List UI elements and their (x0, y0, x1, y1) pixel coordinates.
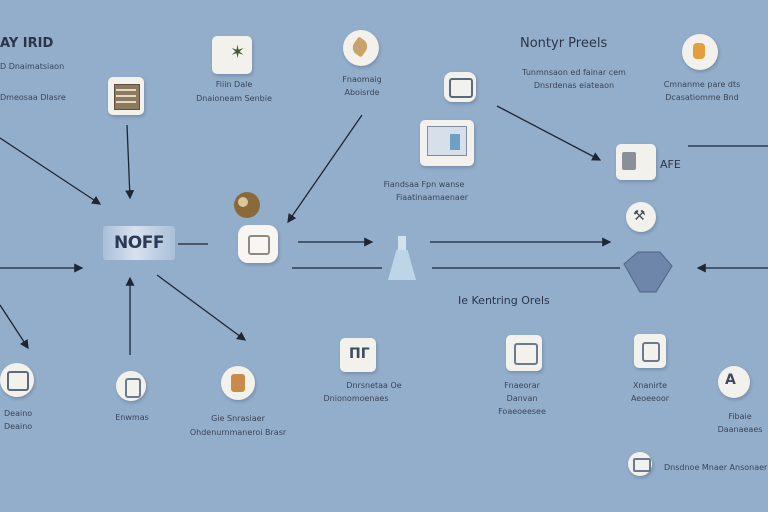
node-label: Deaino (4, 409, 33, 418)
badge-icon[interactable] (628, 452, 652, 476)
rack-icon[interactable] (108, 77, 144, 115)
node-label: Dnrsnetaa Oe (346, 381, 402, 390)
gem-icon (623, 251, 673, 293)
node-label: Fiaatinaamaenaer (395, 193, 469, 202)
tool-icon[interactable]: ⚒ (626, 202, 656, 232)
node-label: Fiandsaa Fpn wanse (383, 180, 465, 189)
top-left-title: AY IRID (0, 36, 54, 51)
tablet-icon[interactable] (444, 72, 476, 102)
node-label: Enwmas (115, 413, 149, 422)
grid-icon[interactable] (0, 363, 34, 397)
worker-icon[interactable] (221, 366, 255, 400)
lower-middle-heading: Ie Kentring Orels (458, 294, 550, 307)
node-label: Dnaioneam Senbie (196, 94, 272, 103)
flask-icon[interactable] (384, 236, 420, 282)
arrow-topleft-to-node (0, 137, 102, 205)
chip-icon[interactable] (616, 144, 656, 180)
node-label: Daanaeaes (717, 425, 763, 434)
plant-icon[interactable]: ✶ (212, 36, 252, 74)
faucet-icon[interactable] (506, 335, 542, 371)
arrow-grid-to-afe (496, 105, 602, 161)
chart-icon[interactable]: ΠΓ (340, 338, 376, 372)
node-label: Fiiin Dale (215, 80, 253, 89)
top-right-title: Nontyr Preels (520, 36, 608, 51)
node-label: Danvan (506, 394, 538, 403)
node-label: Dcasatiomme Bnd (665, 93, 739, 102)
pen-icon[interactable] (343, 30, 379, 66)
node-label: Gie Snrasiaer (211, 414, 265, 423)
right-tile-text: AFE (660, 158, 681, 171)
arrow-node-diag-down (156, 274, 247, 341)
node-label: Foaeoeesee (498, 407, 546, 416)
node-label: Cmnanme pare dts (663, 80, 741, 89)
node-label: Fnaeorar (504, 381, 540, 390)
node-label: Dnionomoenaes (323, 394, 389, 403)
node-label: Tunmnsaon ed fainar cem (522, 68, 626, 77)
node-label: Aboisrde (344, 88, 380, 97)
node-label: Deaino (4, 422, 33, 431)
top-left-line-2: Dmeosaa Dlasre (0, 93, 66, 102)
arrow-rack-vertical (125, 124, 135, 200)
node-label: Dnsrdenas eiateaon (533, 81, 615, 90)
connector-lines (0, 105, 768, 355)
node-label: Fibaie (728, 412, 752, 421)
arrow-pen-down (287, 114, 363, 224)
phone-icon[interactable] (116, 371, 146, 401)
monitor-icon[interactable] (420, 120, 474, 166)
node-icon[interactable] (634, 334, 666, 368)
node-label: Aeoeeoor (630, 394, 670, 403)
node-label: Dnsdnoe Mnaer Ansonaer (664, 463, 768, 472)
node-label: Fnaomaig (342, 75, 382, 84)
top-left-line-1: D Dnaimatsiaon (0, 62, 65, 71)
node-label: Ohdenurnmaneroi Brasr (189, 428, 287, 437)
central-node[interactable]: NOFF (103, 226, 175, 260)
device-icon[interactable] (238, 225, 278, 263)
node-label: Xnanirte (632, 381, 668, 390)
arrow-bottomleft (0, 304, 29, 350)
brand-icon[interactable]: A (718, 366, 750, 398)
hand-icon[interactable] (682, 34, 718, 70)
